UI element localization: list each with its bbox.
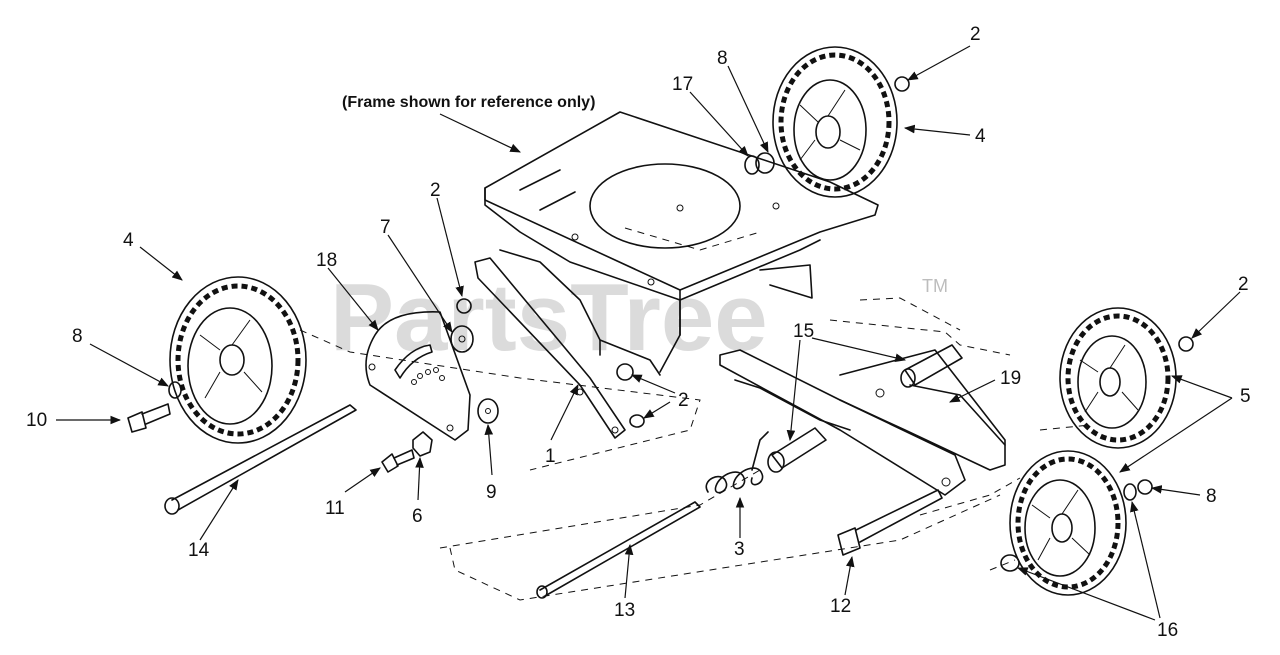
- wheel-right-upper: [1059, 307, 1177, 449]
- callout-2: 2: [678, 390, 689, 411]
- wheel-left: [169, 276, 307, 444]
- callout-1: 1: [545, 446, 556, 467]
- hardware: [168, 76, 1194, 572]
- height-adjust-plate: [365, 311, 471, 441]
- bushings: [767, 344, 963, 473]
- callout-8: 8: [72, 326, 83, 347]
- rod: [536, 501, 701, 599]
- frame-note: (Frame shown for reference only): [342, 94, 595, 111]
- leader-lines: [56, 45, 1241, 621]
- callout-2: 2: [970, 24, 981, 45]
- callout-3: 3: [734, 539, 745, 560]
- frame: [484, 111, 879, 376]
- rear-axle-bracket: [719, 349, 1006, 496]
- callout-7: 7: [380, 217, 391, 238]
- callout-12: 12: [830, 596, 851, 617]
- callout-17: 17: [672, 74, 693, 95]
- callout-4: 4: [123, 230, 134, 251]
- assembly-guides: [299, 227, 1091, 601]
- trademark: TM: [922, 276, 948, 296]
- callout-2: 2: [430, 180, 441, 201]
- callout-5: 5: [1240, 386, 1251, 407]
- callout-13: 13: [614, 600, 635, 621]
- callout-4: 4: [975, 126, 986, 147]
- wheel-right-lower: [1009, 450, 1127, 596]
- callout-10: 10: [26, 410, 47, 431]
- bolts: [127, 403, 415, 473]
- callout-8: 8: [717, 48, 728, 69]
- callout-8: 8: [1206, 486, 1217, 507]
- callout-14: 14: [188, 540, 210, 561]
- callout-2: 2: [1238, 274, 1249, 295]
- callout-6: 6: [412, 506, 423, 527]
- callout-19: 19: [1000, 368, 1021, 389]
- wheel-top-right: [772, 46, 898, 198]
- spring: [705, 431, 769, 494]
- callout-11: 11: [325, 498, 345, 519]
- callout-18: 18: [316, 250, 337, 271]
- callout-9: 9: [486, 482, 497, 503]
- axle-rod: [164, 404, 357, 515]
- callout-labels: 2 8 17 4 4 18 7 2 8 10 2 15 19 5 2 1 9 1…: [26, 24, 1251, 641]
- callout-16: 16: [1157, 620, 1178, 641]
- callout-15: 15: [793, 321, 814, 342]
- shoulder-bolt: [837, 489, 943, 556]
